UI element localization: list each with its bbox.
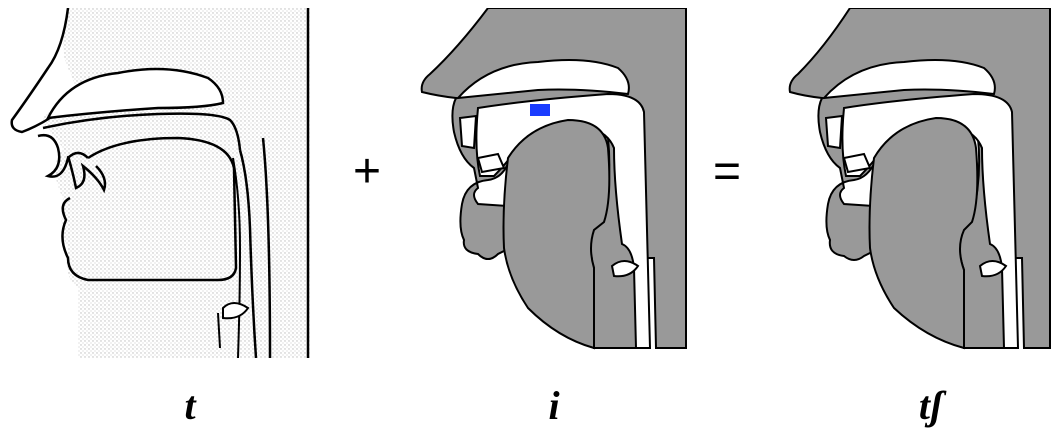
caption-i: i xyxy=(514,386,594,426)
articulation-diagram-tsh xyxy=(788,8,1052,358)
caption-tsh: tʃ xyxy=(891,386,971,426)
contact-highlight xyxy=(530,104,550,116)
plus-operator: + xyxy=(353,148,381,196)
articulation-diagram-i xyxy=(418,8,688,358)
articulation-diagram-t xyxy=(8,8,314,358)
equals-operator: = xyxy=(713,148,741,196)
caption-t: t xyxy=(150,386,230,426)
